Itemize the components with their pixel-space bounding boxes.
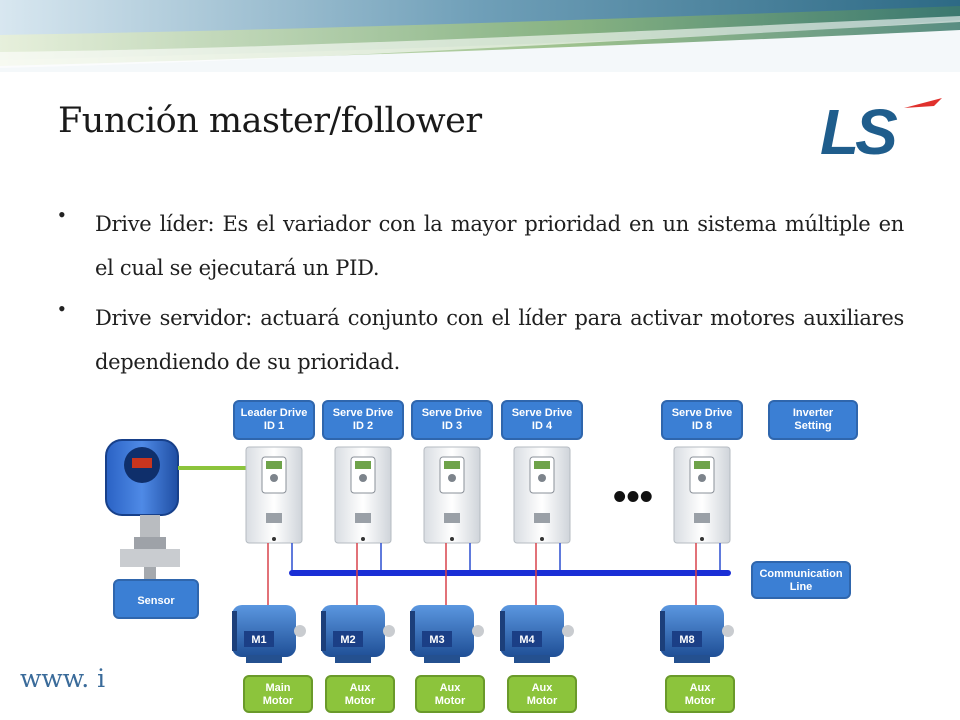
inverter-drive-icon xyxy=(334,446,392,544)
communication-line-label: Communication Line xyxy=(751,561,851,599)
motor-wires xyxy=(267,543,697,613)
inverter-drive-icon xyxy=(673,446,731,544)
svg-text:Motor: Motor xyxy=(685,695,716,707)
svg-text:ID 3: ID 3 xyxy=(442,420,462,432)
svg-text:ID 1: ID 1 xyxy=(264,420,284,432)
svg-text:Inverter: Inverter xyxy=(793,407,834,419)
svg-text:Serve Drive: Serve Drive xyxy=(333,407,394,419)
drive-label-8: Serve Drive ID 8 xyxy=(661,400,743,440)
ls-logo: LS xyxy=(820,96,942,158)
svg-text:Main: Main xyxy=(265,682,290,694)
motor-label-2: Aux Motor xyxy=(325,675,395,713)
svg-text:Aux: Aux xyxy=(690,682,712,694)
inverter-setting-label: Inverter Setting xyxy=(768,400,858,440)
motor-icon: M4 xyxy=(500,605,574,663)
motor-label-3: Aux Motor xyxy=(415,675,485,713)
sensor-label: Sensor xyxy=(113,579,199,619)
inverter-drive-icon xyxy=(513,446,571,544)
svg-text:Serve Drive: Serve Drive xyxy=(672,407,733,419)
motor-label-4: Aux Motor xyxy=(507,675,577,713)
svg-text:Motor: Motor xyxy=(263,695,294,707)
ellipsis: ••• xyxy=(613,476,653,518)
footer-url: www. i xyxy=(20,664,106,693)
inverter-drive-icon xyxy=(245,446,303,544)
drive-label-3: Serve Drive ID 3 xyxy=(411,400,493,440)
bullet-item: • Drive líder: Es el variador con la may… xyxy=(58,202,904,290)
motor-icon: M8 xyxy=(660,605,734,663)
sensor-text: Sensor xyxy=(137,595,175,607)
motor-label-1: Main Motor xyxy=(243,675,313,713)
bullet-marker: • xyxy=(58,296,66,321)
inverter-drive-icon xyxy=(423,446,481,544)
svg-text:ID 2: ID 2 xyxy=(353,420,373,432)
svg-text:Leader Drive: Leader Drive xyxy=(241,407,308,419)
svg-text:ID 4: ID 4 xyxy=(532,420,553,432)
svg-text:Setting: Setting xyxy=(794,420,831,432)
svg-text:M3: M3 xyxy=(429,634,444,646)
bullet-marker: • xyxy=(58,202,66,227)
motor-icon: M3 xyxy=(410,605,484,663)
svg-text:ID 8: ID 8 xyxy=(692,420,712,432)
svg-text:Serve Drive: Serve Drive xyxy=(422,407,483,419)
motor-label-8: Aux Motor xyxy=(665,675,735,713)
svg-text:Motor: Motor xyxy=(527,695,558,707)
svg-text:Aux: Aux xyxy=(440,682,462,694)
motor-icon: M2 xyxy=(321,605,395,663)
motor-icon: M1 xyxy=(232,605,306,663)
drive-label-4: Serve Drive ID 4 xyxy=(501,400,583,440)
drive-label-2: Serve Drive ID 2 xyxy=(322,400,404,440)
svg-text:Line: Line xyxy=(790,581,813,593)
page-title: Función master/follower xyxy=(58,101,482,141)
svg-text:Serve Drive: Serve Drive xyxy=(512,407,573,419)
drive-label-1: Leader Drive ID 1 xyxy=(233,400,315,440)
svg-text:LS: LS xyxy=(820,96,898,158)
svg-text:M1: M1 xyxy=(251,634,266,646)
svg-text:Communication: Communication xyxy=(759,568,842,580)
svg-text:M2: M2 xyxy=(340,634,355,646)
bullet-item: • Drive servidor: actuará conjunto con e… xyxy=(58,296,904,384)
master-follower-diagram: Sensor Leader Drive ID 1 Serve Drive ID … xyxy=(105,400,858,713)
bullet-text: Drive líder: Es el variador con la mayor… xyxy=(95,212,904,280)
svg-text:M8: M8 xyxy=(679,634,694,646)
svg-text:Aux: Aux xyxy=(532,682,554,694)
pressure-sensor-icon xyxy=(105,439,180,579)
svg-text:M4: M4 xyxy=(519,634,535,646)
bus-taps xyxy=(291,543,721,573)
header-banner xyxy=(0,0,960,72)
svg-text:Motor: Motor xyxy=(345,695,376,707)
bullet-text: Drive servidor: actuará conjunto con el … xyxy=(95,306,904,374)
svg-text:Aux: Aux xyxy=(350,682,372,694)
svg-text:Motor: Motor xyxy=(435,695,466,707)
